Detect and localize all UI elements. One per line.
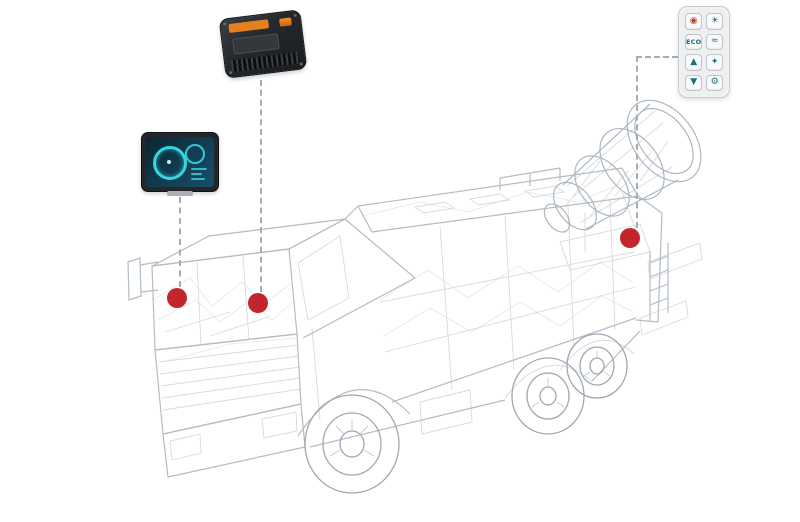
speed-gauge-icon: [153, 146, 187, 180]
key-up: ▲: [685, 54, 703, 71]
controller-accent-strip: [228, 19, 270, 34]
controller-housing: [218, 9, 308, 79]
key-down: ▼: [685, 74, 703, 91]
display-mount-point-marker: [167, 288, 187, 308]
screw-icon: [293, 13, 297, 18]
display-stand: [167, 191, 193, 196]
secondary-gauge-icon: [185, 144, 205, 164]
controller-mount-point-marker: [248, 293, 268, 313]
screw-icon: [223, 22, 227, 26]
controller-connector: [230, 51, 300, 72]
controller-label-plate: [232, 33, 280, 55]
key-light: ☀: [706, 13, 723, 30]
control-unit-device: [218, 9, 308, 79]
key-settings: ⚙: [706, 74, 723, 91]
screw-icon: [229, 70, 233, 75]
display-screen: [146, 137, 214, 187]
key-spray: ≈: [706, 33, 723, 50]
key-fan: ✦: [706, 54, 723, 71]
key-power: ◉: [685, 13, 703, 30]
membrane-keypad-device: ◉ ☀ ECO ≈ ▲ ✦ ▼ ⚙: [678, 6, 730, 98]
screw-icon: [299, 62, 303, 66]
controller-accent-block: [279, 17, 292, 27]
leader-line-keypad-horizontal: [636, 56, 678, 58]
key-eco: ECO: [685, 33, 703, 50]
leader-line-controller: [260, 80, 262, 292]
status-bars-icon: [191, 165, 207, 180]
touchscreen-display-device: [141, 132, 219, 196]
leader-line-keypad-vertical: [636, 56, 638, 228]
keypad-mount-point-marker: [620, 228, 640, 248]
leader-line-display: [179, 197, 181, 287]
